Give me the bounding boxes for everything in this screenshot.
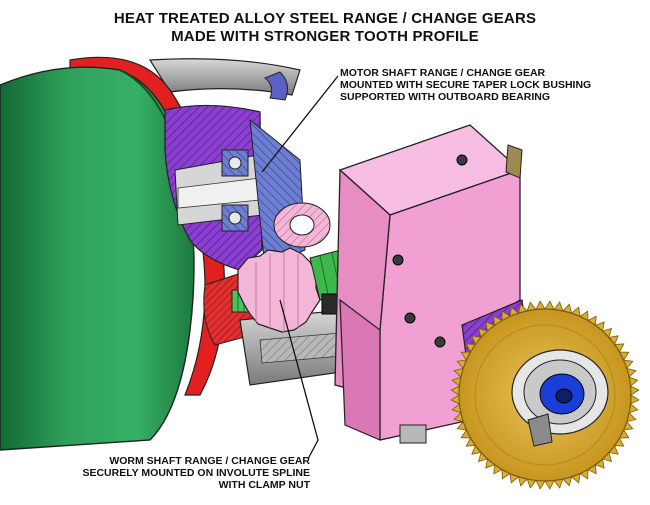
motor-callout-line-1: MOTOR SHAFT RANGE / CHANGE GEAR (340, 67, 546, 79)
gearbox-block (334, 124, 522, 444)
diagram-title-line-2: MADE WITH STRONGER TOOTH PROFILE (171, 28, 479, 45)
worm-callout-line-2: SECURELY MOUNTED ON INVOLUTE SPLINE (82, 467, 310, 479)
top-fitting (505, 144, 523, 179)
worm-shaft-change-gear (237, 247, 321, 333)
cutaway-section (164, 104, 306, 271)
motor-callout-line-2: MOUNTED WITH SECURE TAPER LOCK BUSHING (340, 79, 592, 91)
motor-shaft-callout: MOTOR SHAFT RANGE / CHANGE GEAR MOUNTED … (340, 67, 591, 103)
worm-callout-leader (279, 299, 319, 460)
outboard-bearing (273, 202, 331, 248)
motor-callout-leader (261, 75, 339, 173)
worm-callout-line-3: WITH CLAMP NUT (218, 479, 310, 491)
diagram-title-line-1: HEAT TREATED ALLOY STEEL RANGE / CHANGE … (113, 10, 537, 27)
rear-shroud-ring (148, 58, 301, 101)
worm-callout-line-1: WORM SHAFT RANGE / CHANGE GEAR (109, 455, 310, 467)
blade-hub (511, 349, 609, 447)
motor-callout-line-3: SUPPORTED WITH OUTBOARD BEARING (340, 91, 550, 103)
worm-shaft-callout: WORM SHAFT RANGE / CHANGE GEAR SECURELY … (60, 455, 310, 491)
